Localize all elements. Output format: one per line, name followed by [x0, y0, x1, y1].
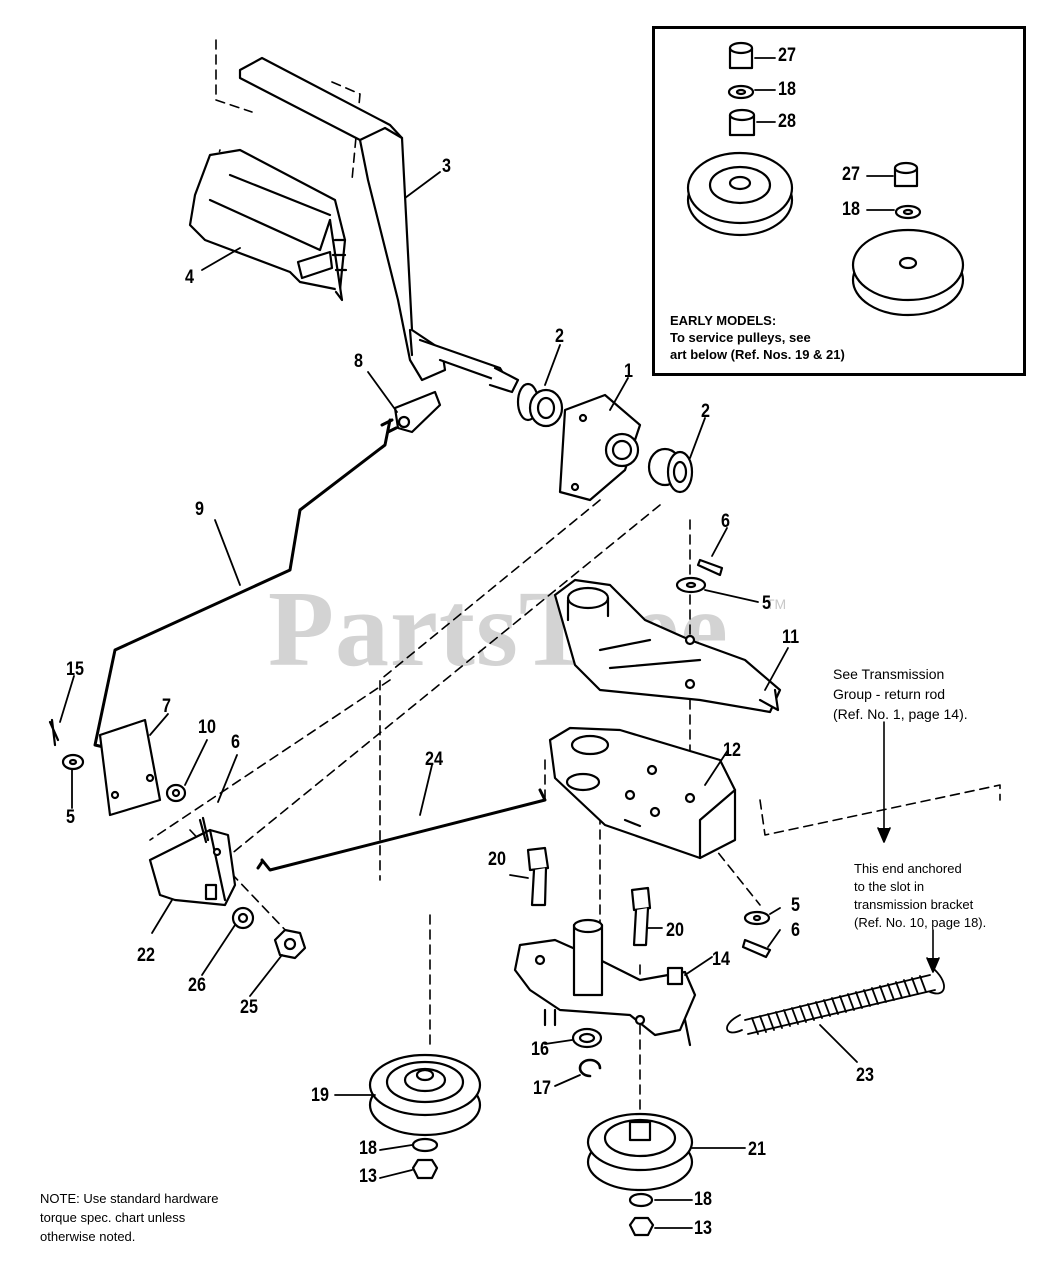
pivot-bracket: [558, 393, 642, 502]
pulley-left: [368, 1053, 482, 1180]
anchor-note-1: This end anchored: [854, 861, 962, 876]
lower-bracket: [548, 726, 737, 860]
callout-9: 9: [195, 499, 204, 520]
control-rod: [93, 418, 398, 750]
callout-22: 22: [137, 945, 155, 966]
callout-14: 14: [712, 949, 730, 970]
callout-24: 24: [425, 749, 443, 770]
transmission-note-2: Group - return rod: [833, 686, 946, 702]
anchor-note-4: (Ref. No. 10, page 18).: [854, 915, 987, 930]
callout-8: 8: [354, 351, 363, 372]
callout-6a: 6: [721, 511, 730, 532]
callout-6b: 6: [231, 732, 240, 753]
callout-5b: 5: [66, 807, 75, 828]
torque-note-3: otherwise noted.: [40, 1229, 136, 1244]
upper-bracket: [553, 578, 782, 714]
inset-callout-27: 27: [778, 45, 796, 66]
callout-3: 3: [442, 156, 451, 177]
callout-12: 12: [723, 740, 741, 761]
extension-spring: [726, 969, 945, 1035]
callout-13a: 13: [359, 1166, 377, 1187]
linkage-rod: [256, 788, 547, 872]
inset-callout-28: 28: [778, 111, 796, 132]
pedal-arm: [238, 56, 520, 394]
callout-26: 26: [188, 975, 206, 996]
transmission-note-3: (Ref. No. 1, page 14).: [833, 706, 968, 722]
torque-note-2: torque spec. chart unless: [40, 1210, 186, 1225]
inset-callout-18b: 18: [842, 199, 860, 220]
bushings: [516, 382, 694, 494]
callout-5a: 5: [762, 593, 771, 614]
watermark-tm: TM: [766, 596, 787, 612]
inset-leaders: [754, 57, 895, 211]
callout-1: 1: [624, 361, 633, 382]
pulley-right: [586, 1112, 694, 1237]
callout-2a: 2: [555, 326, 564, 347]
washer-and-clip: [571, 1027, 603, 1078]
callout-7: 7: [162, 696, 171, 717]
callout-18b: 18: [694, 1189, 712, 1210]
clevis-bracket: [148, 828, 237, 907]
small-plate: [98, 718, 162, 817]
callout-15: 15: [66, 659, 84, 680]
inset-line-2: art below (Ref. Nos. 19 & 21): [670, 347, 845, 362]
inset-parts: [686, 41, 965, 317]
callout-21: 21: [748, 1139, 766, 1160]
callout-23: 23: [856, 1065, 874, 1086]
callout-18a: 18: [359, 1138, 377, 1159]
callout-20b: 20: [666, 920, 684, 941]
inset-callout-18: 18: [778, 79, 796, 100]
small-hardware: [48, 558, 772, 960]
leader-lines: [59, 171, 858, 1229]
callout-4: 4: [185, 267, 194, 288]
inset-callout-27b: 27: [842, 164, 860, 185]
torque-note-1: NOTE: Use standard hardware: [40, 1191, 219, 1206]
callout-20a: 20: [488, 849, 506, 870]
early-models-inset: [652, 26, 1026, 376]
anchor-note-2: to the slot in: [854, 879, 925, 894]
inset-title: EARLY MODELS:: [670, 313, 777, 328]
callout-25: 25: [240, 997, 258, 1018]
leader-arrows: [877, 721, 940, 973]
anchor-note-3: transmission bracket: [854, 897, 974, 912]
callout-2b: 2: [701, 401, 710, 422]
inset-line-1: To service pulleys, see: [670, 330, 811, 345]
callout-17: 17: [533, 1078, 551, 1099]
callout-16: 16: [531, 1039, 549, 1060]
callout-6c: 6: [791, 920, 800, 941]
callout-5c: 5: [791, 895, 800, 916]
callout-13b: 13: [694, 1218, 712, 1239]
callout-11: 11: [782, 627, 800, 648]
knob: [393, 390, 442, 434]
transmission-note-1: See Transmission: [833, 666, 945, 682]
pedal-pad: [188, 148, 348, 302]
callout-19: 19: [311, 1085, 329, 1106]
callout-10: 10: [198, 717, 216, 738]
bolts: [526, 846, 652, 947]
idler-bracket: [513, 918, 697, 1047]
